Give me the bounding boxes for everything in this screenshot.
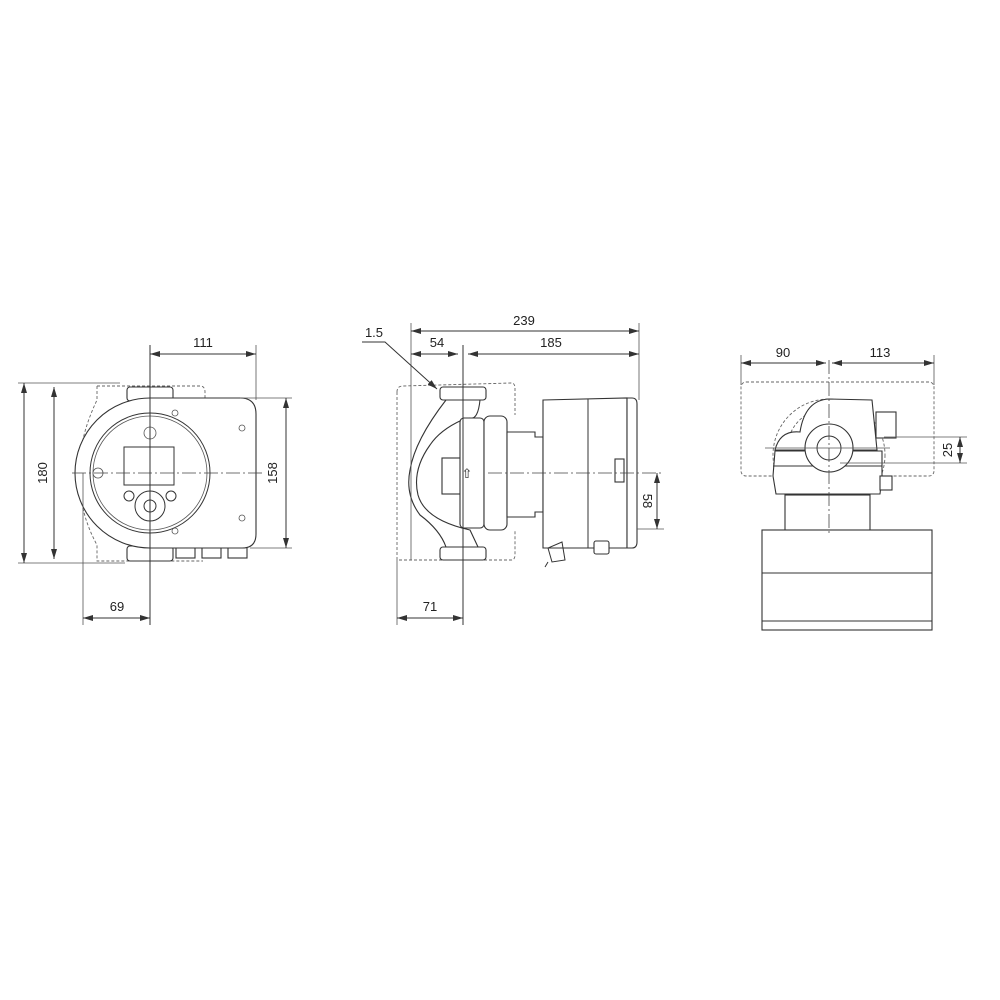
dim-label-239: 239 [513,313,535,328]
cable-gland [593,540,610,555]
screw-icon [171,409,179,417]
side-clearance-outline [396,382,516,561]
dim-label-113: 113 [870,345,891,360]
motor-plug [614,458,625,483]
dim-label-69: 69 [110,599,124,614]
top-view: 90 113 25 [740,345,967,631]
side-view: ⇧ 239 54 185 1.5 58 71 [362,313,664,625]
stator-neck [784,494,871,532]
dim-label-185: 185 [540,335,562,350]
leader-1-5 [362,341,438,390]
dim-label-111: 111 [193,335,213,350]
stator-neck [506,431,544,518]
screw-icon [238,424,246,432]
back-button-icon [165,490,177,502]
top-clearance-outline [740,381,935,477]
display [123,446,175,486]
front-view: 111 180 158 69 [18,335,292,625]
connector-plug [875,411,897,439]
dim-label-1-5: 1.5 [365,325,383,340]
dim-label-180: 180 [35,462,50,484]
dim-label-58: 58 [640,494,655,508]
motor-box [761,529,933,631]
flow-direction-arrow-icon: ⇧ [462,466,473,481]
dim-label-25: 25 [940,443,955,457]
home-button-icon [123,490,135,502]
front-clearance-outline [79,385,206,562]
dim-label-71: 71 [423,599,437,614]
dim-label-54: 54 [430,335,444,350]
screw-icon [171,527,179,535]
terminal-screw [879,475,893,491]
dim-label-158: 158 [265,462,280,484]
connector [544,541,566,568]
dim-label-90: 90 [776,345,790,360]
screw-icon [238,514,246,522]
